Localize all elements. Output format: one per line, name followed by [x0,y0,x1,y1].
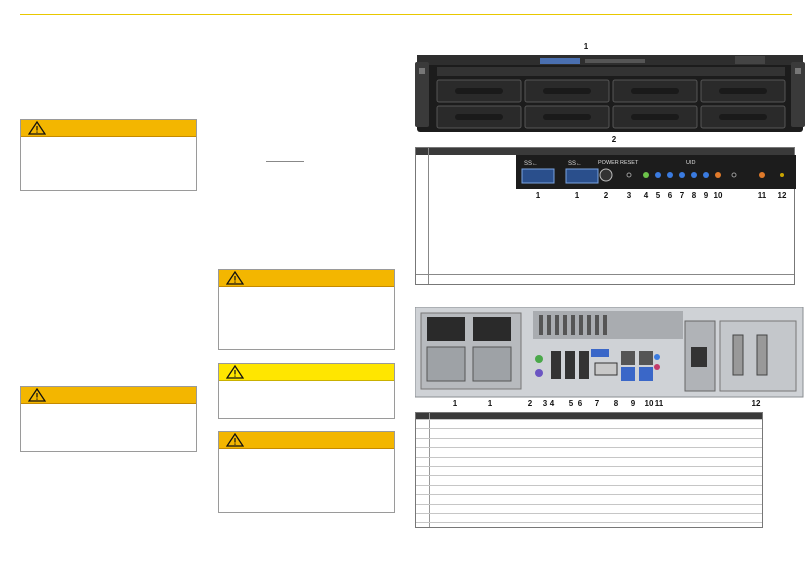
table-row [416,522,762,531]
rear-callout: 12 [751,399,761,408]
detail-header [416,148,794,155]
front-panel-detail: SS← SS← POWER RESET UID 1 1 2 3 4 5 6 7 … [415,147,796,285]
server-front-image [415,55,805,132]
warning-triangle-icon [226,271,244,285]
panel-callout: 1 [535,191,541,200]
warning-box [20,119,197,191]
server-rear-image [415,307,804,398]
rear-callout: 4 [549,399,555,408]
panel-callout: 7 [679,191,685,200]
warning-triangle-icon [226,365,244,379]
warning-box [218,269,395,350]
rear-callout: 9 [630,399,636,408]
rear-callout: 6 [577,399,583,408]
rear-callouts: 1 1 2 3 4 5 6 7 8 9 10 11 12 [0,399,808,409]
rear-callout: 1 [452,399,458,408]
rear-callout: 8 [613,399,619,408]
reset-label: RESET [620,160,639,166]
table-row [416,465,762,475]
panel-callout: 9 [703,191,709,200]
detail-divider [428,148,429,284]
table-row [416,437,762,447]
front-callout-2: 2 [611,135,617,144]
table-row [416,456,762,466]
panel-callout: 8 [691,191,697,200]
table-row [416,419,762,428]
front-panel-image: SS← SS← POWER RESET UID [516,155,796,189]
table-row [416,503,762,513]
rear-callout: 7 [594,399,600,408]
warning-box [218,363,395,419]
warning-bar [219,432,394,449]
rear-callout: 1 [487,399,493,408]
panel-callout: 5 [655,191,661,200]
rear-callout: 2 [527,399,533,408]
warning-box [20,386,197,452]
warning-bar [21,387,196,404]
panel-callouts: 1 1 2 3 4 5 6 7 8 9 10 11 12 [416,191,794,201]
rear-callout: 10 [644,399,654,408]
warning-bar [21,120,196,137]
table-row [416,475,762,484]
text-rule [266,161,304,162]
panel-callout: 10 [713,191,723,200]
panel-callout: 2 [603,191,609,200]
usb-label-2: SS← [568,161,582,167]
rear-callout: 3 [542,399,548,408]
power-label: POWER [598,160,619,166]
table-header [416,413,762,419]
rear-callout: 5 [568,399,574,408]
table-divider [429,413,430,527]
warning-triangle-icon [226,433,244,447]
header-rule [20,14,792,15]
rear-callout: 11 [654,399,664,408]
warning-triangle-icon [28,121,46,135]
panel-callout: 3 [626,191,632,200]
panel-callout: 11 [757,191,767,200]
detail-row-line [416,274,794,275]
warning-bar [219,364,394,381]
table-row [416,428,762,437]
front-callout-1: 1 [583,42,589,51]
panel-callout: 4 [643,191,649,200]
panel-callout: 12 [777,191,787,200]
usb-label-1: SS← [524,161,538,167]
warning-triangle-icon [28,388,46,402]
panel-callout: 6 [667,191,673,200]
warning-bar [219,270,394,287]
table-row [416,447,762,456]
table-row [416,494,762,503]
rear-legend-table [415,412,763,528]
table-row [416,512,762,522]
uid-label: UID [686,160,696,166]
warning-box [218,431,395,513]
table-row [416,484,762,494]
panel-callout: 1 [574,191,580,200]
